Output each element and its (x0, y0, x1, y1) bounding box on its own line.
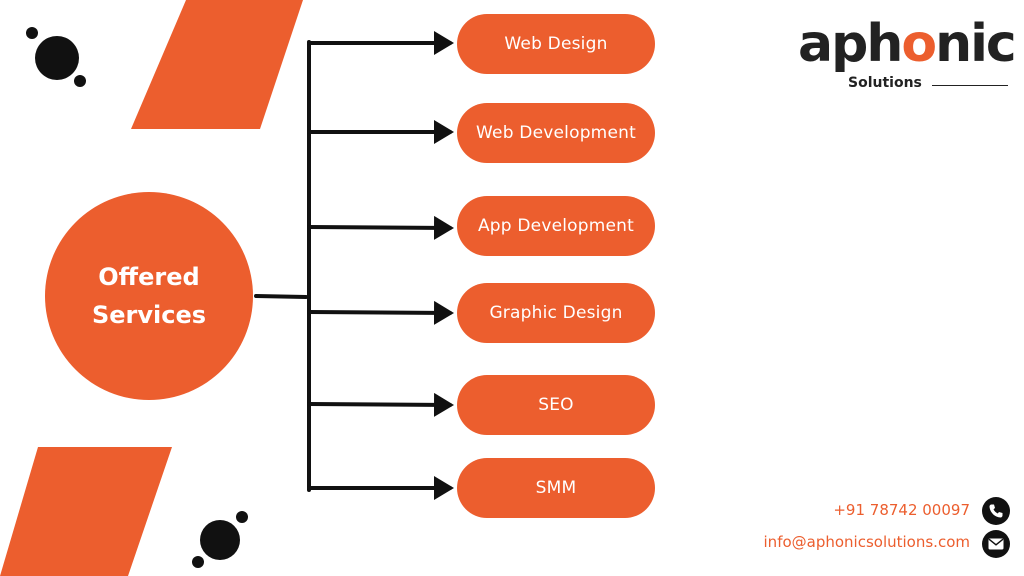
service-label: SMM (535, 478, 577, 498)
bottom-parallelogram (0, 447, 172, 576)
phone-icon (982, 497, 1010, 525)
service-label: Graphic Design (489, 303, 623, 323)
service-label: App Development (477, 216, 635, 236)
service-label: Web Design (504, 34, 608, 54)
connector-tree (254, 31, 454, 500)
service-label: Web Development (476, 123, 636, 143)
logo-wordmark: aphonic (798, 14, 1017, 74)
envelope-icon (982, 530, 1010, 558)
offered-services-hub: Offered Services (45, 192, 253, 400)
hub-line-1: Offered (98, 263, 200, 291)
hub-connector (254, 294, 308, 299)
orbit-icon-bottom (192, 511, 248, 568)
arrow-seo (307, 392, 454, 417)
service-smm: SMM (457, 458, 655, 518)
service-graphic-design: Graphic Design (457, 283, 655, 343)
logo-part-a: aph (798, 14, 903, 74)
orbit-icon-top (26, 27, 86, 87)
service-web-development: Web Development (457, 103, 655, 163)
contact-phone[interactable]: +91 78742 00097 (833, 501, 970, 519)
arrow-app-development (307, 215, 454, 240)
logo-underline (932, 85, 1008, 86)
logo-subtitle: Solutions (848, 75, 922, 91)
service-label: SEO (538, 395, 574, 415)
contact-email[interactable]: info@aphonicsolutions.com (763, 533, 970, 551)
service-web-design: Web Design (457, 14, 655, 74)
arrow-graphic-design (307, 300, 454, 325)
logo-part-o: o (901, 14, 937, 74)
company-logo: aphonic Solutions (798, 14, 1017, 96)
service-seo: SEO (457, 375, 655, 435)
service-app-development: App Development (457, 196, 655, 256)
hub-line-2: Services (91, 301, 207, 329)
logo-part-b: nic (935, 14, 1017, 74)
top-parallelogram (131, 0, 303, 129)
